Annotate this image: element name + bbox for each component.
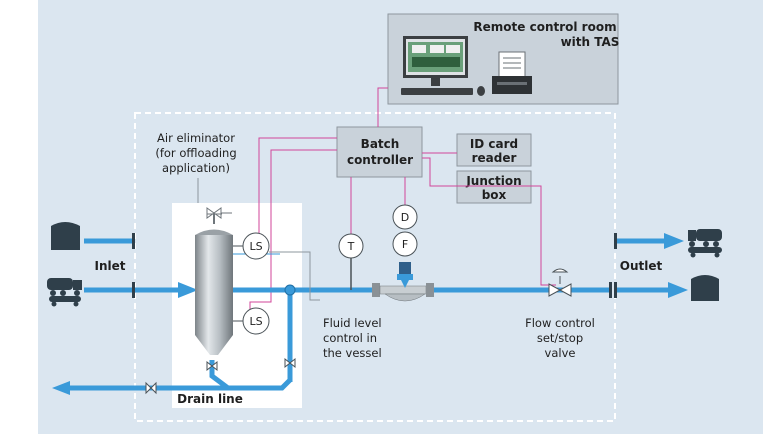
flow-label: F [402, 238, 408, 251]
fluid-level-label-3: the vessel [323, 346, 382, 360]
remote-control-room-label: Remote control room [473, 20, 616, 34]
outlet-label: Outlet [620, 259, 663, 273]
inlet-label: Inlet [95, 259, 126, 273]
level-switch-bottom-label: LS [249, 315, 262, 328]
density-transmitter [392, 204, 418, 230]
air-eliminator-label-2: (for offloading [155, 146, 236, 160]
valve-icon [284, 357, 296, 369]
flow-control-valve-label: Flow control [525, 316, 595, 330]
flow-control-valve-label-3: valve [545, 346, 576, 360]
density-label: D [401, 211, 409, 224]
tank-truck-icon [47, 278, 82, 296]
mouse-icon [477, 86, 485, 96]
system-boundary [134, 112, 616, 422]
batch-controller-box [336, 126, 423, 178]
air-eliminator-label: Air eliminator [157, 131, 235, 145]
coriolis-flowmeter-icon [372, 262, 434, 302]
tank-icon [51, 222, 80, 250]
keyboard-icon [401, 88, 473, 95]
junction-box [456, 170, 532, 204]
air-eliminator-vessel-icon [195, 207, 233, 355]
rail-tank-car-icon [688, 247, 722, 258]
batch-controller-label-2: controller [347, 153, 413, 167]
level-switch-top [242, 232, 270, 260]
valve-icon [145, 381, 157, 395]
tank-icon [691, 275, 719, 301]
id-card-reader-box [456, 133, 532, 167]
flow-transmitter [392, 231, 418, 257]
junction-box-label-2: box [482, 188, 507, 202]
valve-icon [548, 268, 572, 297]
signal-lines [249, 87, 556, 313]
remote-control-room-label-2: with TAS [561, 35, 620, 49]
fluid-level-label: Fluid level [323, 316, 382, 330]
valve-icon [206, 360, 218, 372]
level-switch-bottom [242, 307, 270, 335]
flow-control-valve-label-2: set/stop [537, 331, 583, 345]
id-card-reader-label: ID card [470, 137, 518, 151]
drain-line-label: Drain line [177, 392, 243, 406]
rail-tank-car-icon [49, 296, 81, 307]
air-eliminator-panel [172, 203, 302, 408]
monitor-icon [403, 36, 468, 86]
batch-controller-label: Batch [361, 137, 400, 151]
air-eliminator-label-3: application) [162, 161, 230, 175]
level-switch-top-label: LS [249, 240, 262, 253]
printer-icon [492, 51, 532, 94]
fluid-level-label-2: control in [323, 331, 377, 345]
temperature-label: T [347, 240, 355, 253]
id-card-reader-label-2: reader [472, 151, 517, 165]
pipes [52, 233, 688, 395]
tank-truck-icon [688, 229, 722, 247]
junction-box-label: Junction [465, 174, 521, 188]
